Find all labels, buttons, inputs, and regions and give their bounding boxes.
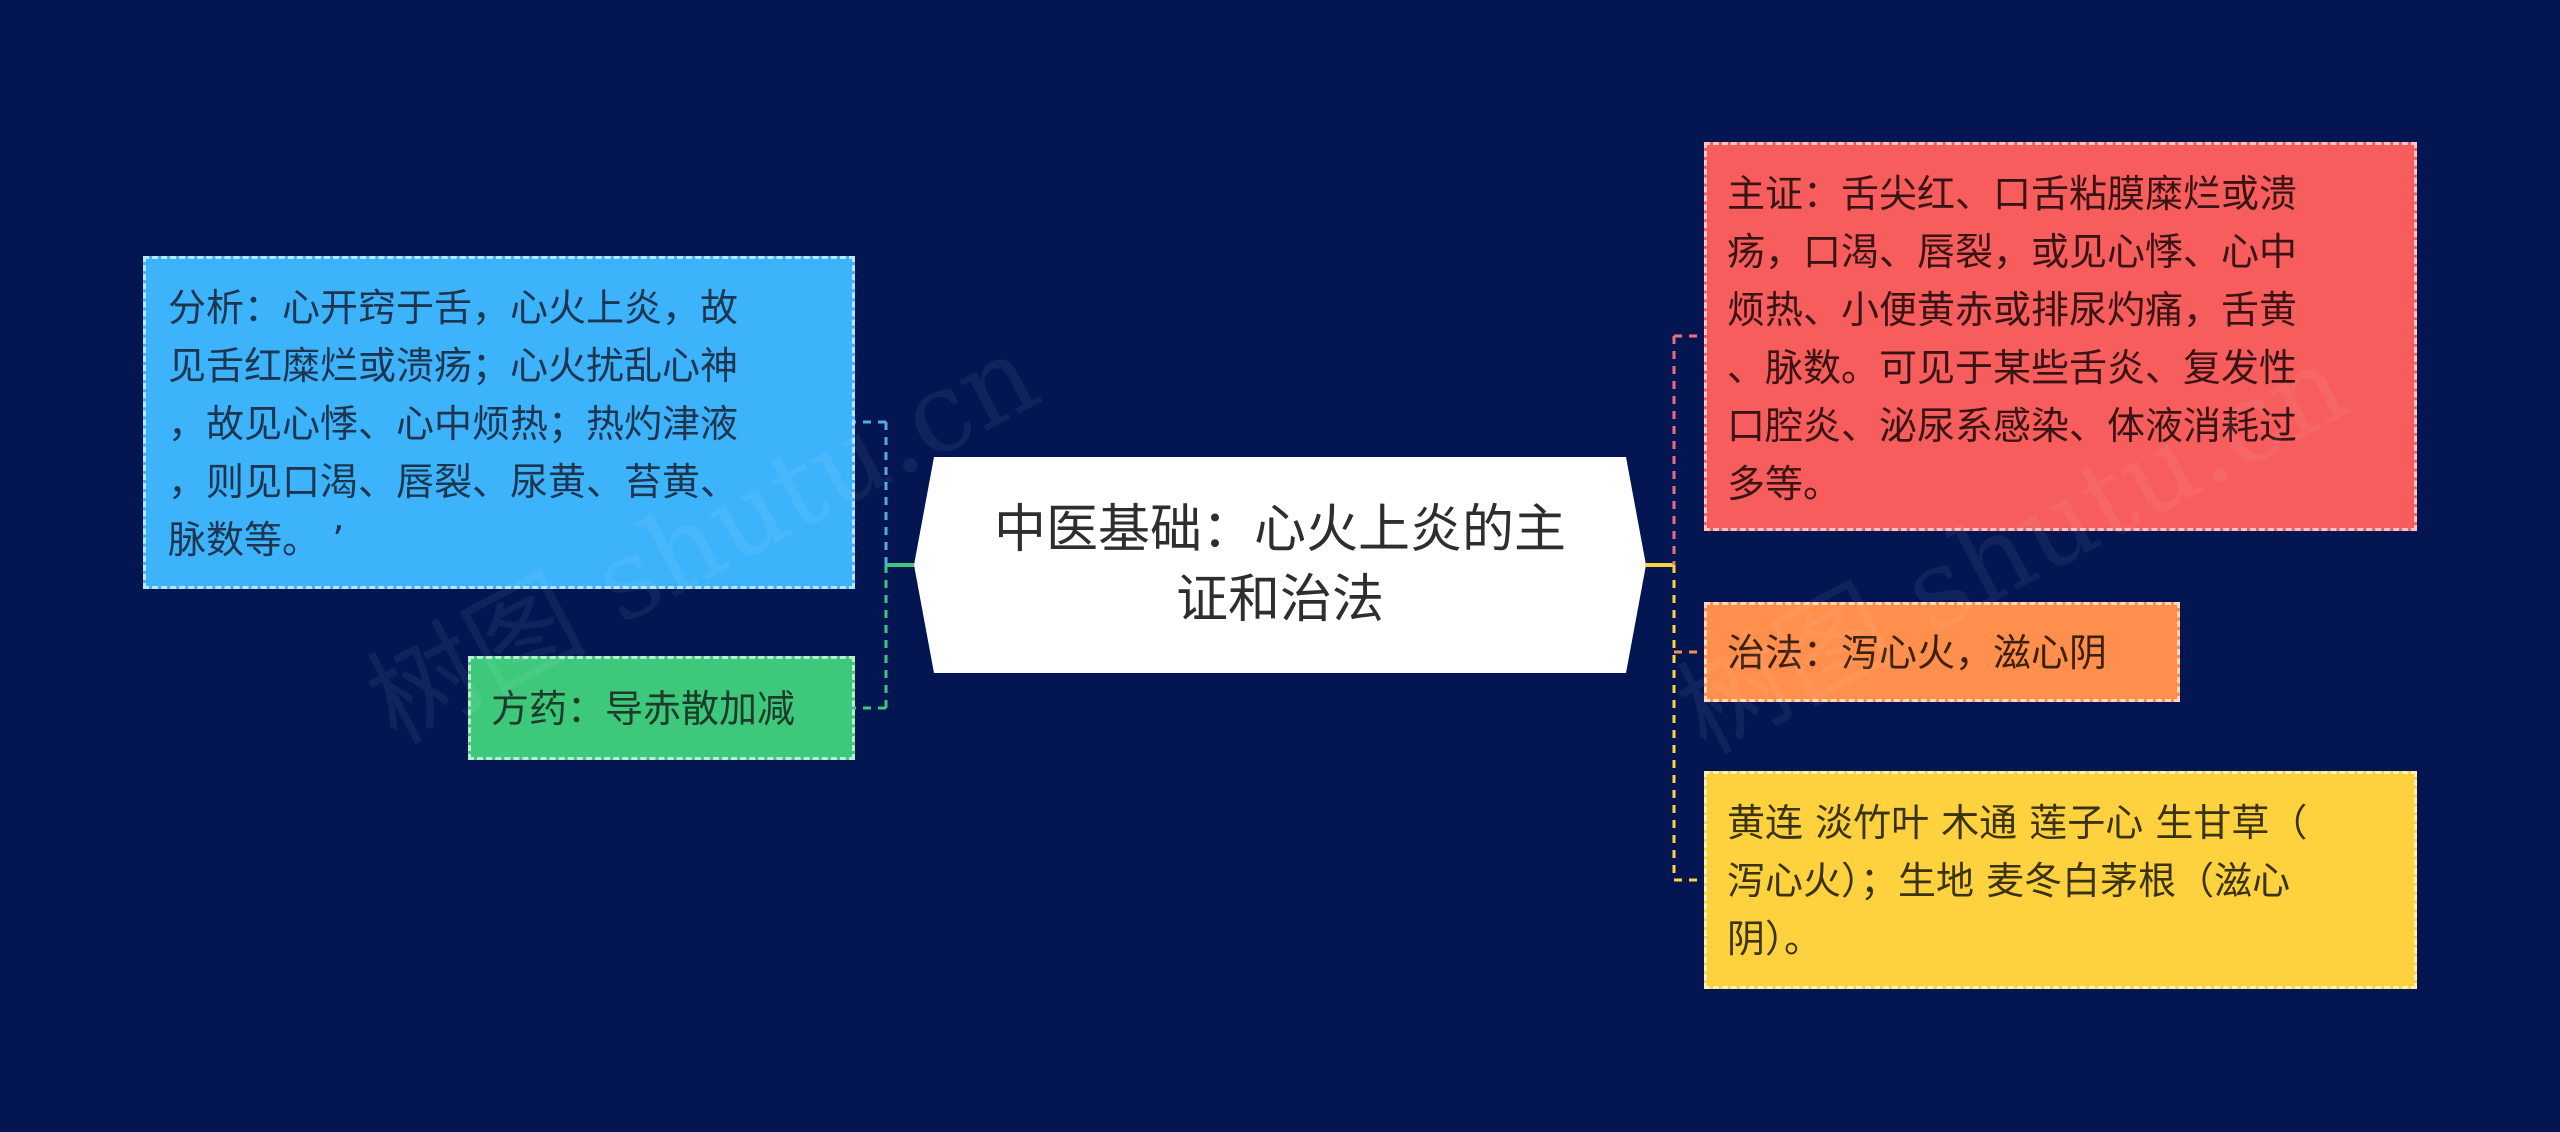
- treatment-node[interactable]: 治法：泻心火，滋心阴: [1704, 602, 2180, 702]
- central-topic[interactable]: 中医基础：心火上炎的主 证和治法: [993, 500, 1566, 630]
- herbs-node[interactable]: 黄连 淡竹叶 木通 莲子心 生甘草（ 泻心火）；生地 麦冬白茅根（滋心 阴）。: [1704, 771, 2417, 989]
- analysis-node[interactable]: 分析：心开窍于舌，心火上炎，故 见舌红糜烂或溃疡；心火扰乱心神 ，故见心悸、心中…: [143, 256, 855, 589]
- formula-node[interactable]: 方药：导赤散加减: [468, 656, 855, 760]
- central-topic-shape: [914, 457, 1646, 673]
- symptoms-node[interactable]: 主证：舌尖红、口舌粘膜糜烂或溃 疡，口渴、唇裂，或见心悸、心中 烦热、小便黄赤或…: [1704, 142, 2417, 531]
